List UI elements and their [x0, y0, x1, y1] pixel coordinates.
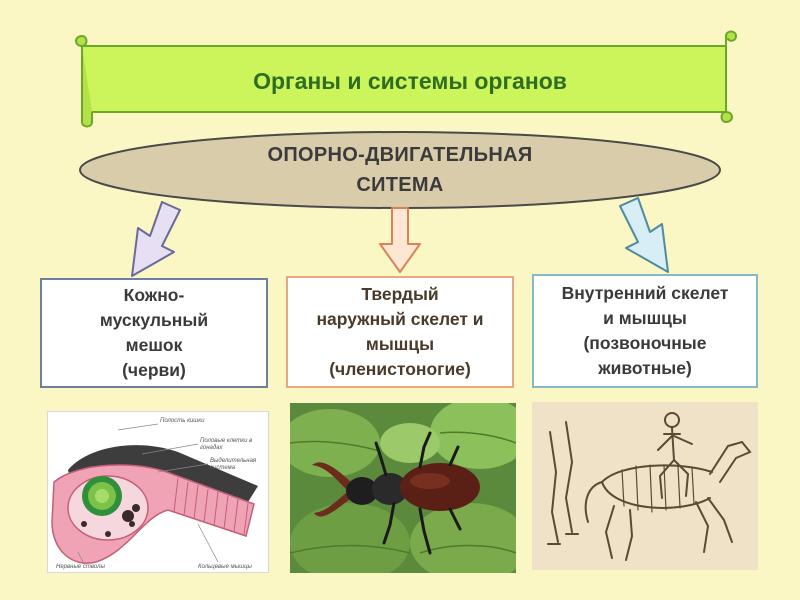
- beetle-drawing: [290, 403, 516, 573]
- vertebrates-box: Внутренний скелет и мышцы (позвоночные ж…: [532, 274, 758, 388]
- box-line: (черви): [122, 360, 186, 380]
- worm-label: Кольцевые мышцы: [198, 564, 252, 570]
- page-title: Органы и системы органов: [253, 67, 567, 94]
- box-line: Внутренний скелет: [561, 283, 729, 303]
- horse-skeleton-image: [532, 402, 758, 570]
- worm-label: Выделительная система: [210, 458, 257, 471]
- system-title-line1: ОПОРНО-ДВИГАТЕЛЬНАЯ: [267, 144, 533, 166]
- worm-cross-section-image: Полость кишки Половые клетки в гонадах В…: [47, 411, 269, 573]
- box-line: животные): [598, 358, 692, 378]
- box-line: Кожно-: [123, 285, 185, 305]
- box-line: (позвоночные: [583, 333, 707, 353]
- skeleton-drawing: [547, 412, 752, 561]
- box-line: (членистоногие): [329, 359, 471, 379]
- arrow-down-icon: [379, 207, 421, 273]
- box-line: мешок: [125, 335, 183, 355]
- arrow-down-left-icon: [131, 201, 181, 277]
- worm-diagram: [51, 423, 258, 565]
- stag-beetle-image: [290, 403, 516, 573]
- box-line: и мышцы: [603, 308, 687, 328]
- title-banner: [75, 30, 738, 128]
- worms-box: Кожно- мускульный мешок (черви): [40, 278, 268, 388]
- box-line: мускульный: [99, 310, 209, 330]
- box-line: наружный скелет и: [316, 309, 484, 329]
- worm-label: Полость кишки: [160, 418, 205, 424]
- system-title-line2: СИТЕМА: [356, 174, 444, 196]
- worm-label: Нервные стволы: [56, 564, 105, 570]
- box-line: мышцы: [365, 334, 435, 354]
- arthropods-box: Твердый наружный скелет и мышцы (членист…: [286, 276, 514, 388]
- worm-label: Половые клетки в гонадах: [200, 438, 253, 451]
- system-title: ОПОРНО-ДВИГАТЕЛЬНАЯ СИТЕМА: [230, 136, 570, 204]
- arrow-down-right-icon: [619, 197, 669, 273]
- box-line: Твердый: [361, 284, 439, 304]
